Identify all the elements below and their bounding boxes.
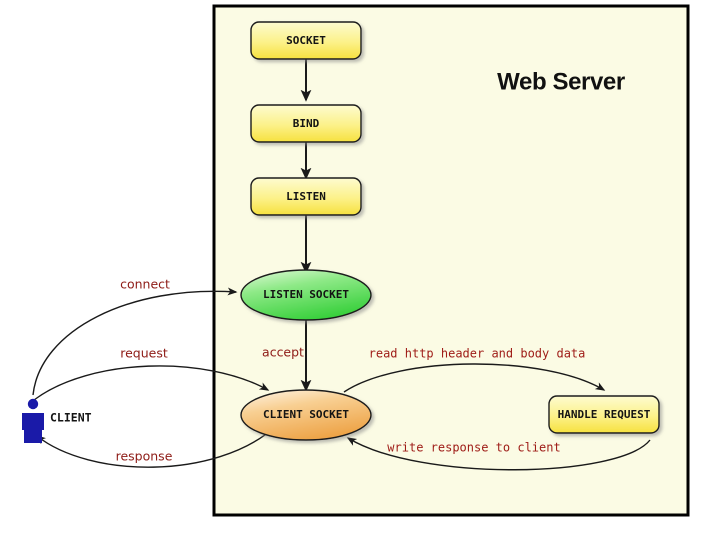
edge-response bbox=[35, 426, 276, 468]
person-leg-left bbox=[24, 428, 31, 443]
node-shape[interactable] bbox=[250, 104, 362, 143]
node-shape[interactable] bbox=[548, 395, 660, 434]
edge-label-connect: connect bbox=[120, 277, 170, 292]
person-icon bbox=[22, 398, 44, 443]
edge-label-response: response bbox=[116, 449, 173, 464]
node-label: BIND bbox=[293, 117, 320, 130]
node-shape[interactable] bbox=[240, 269, 372, 321]
node-label: CLIENT SOCKET bbox=[263, 408, 349, 421]
person-leg-right bbox=[35, 428, 42, 443]
client-actor-label: CLIENT bbox=[50, 411, 92, 425]
edge-read-http bbox=[343, 363, 606, 393]
node-shape[interactable] bbox=[250, 21, 362, 60]
node-bind[interactable]: BIND bbox=[250, 104, 362, 143]
node-shape[interactable] bbox=[240, 389, 372, 441]
edge-line bbox=[346, 437, 651, 471]
edge-line bbox=[35, 426, 276, 468]
node-shape[interactable] bbox=[250, 177, 362, 216]
edge-line bbox=[343, 363, 606, 393]
edge-line bbox=[33, 365, 270, 401]
edge-label-request: request bbox=[120, 346, 168, 361]
edge-line bbox=[32, 287, 238, 396]
container-title: Web Server bbox=[497, 68, 625, 95]
node-client-socket[interactable]: CLIENT SOCKET bbox=[240, 389, 372, 441]
node-listen-socket[interactable]: LISTEN SOCKET bbox=[240, 269, 372, 321]
node-label: LISTEN bbox=[286, 190, 326, 203]
node-handle-request[interactable]: HANDLE REQUEST bbox=[548, 395, 660, 434]
node-socket[interactable]: SOCKET bbox=[250, 21, 362, 60]
person-head bbox=[27, 398, 39, 410]
edge-label-accept: accept bbox=[262, 345, 304, 360]
edge-write-response bbox=[346, 437, 651, 471]
edge-connect bbox=[32, 287, 238, 396]
node-label: LISTEN SOCKET bbox=[263, 288, 349, 301]
edge-request bbox=[33, 365, 270, 401]
node-label: HANDLE REQUEST bbox=[558, 408, 651, 421]
edge-label-read-http: read http header and body data bbox=[369, 347, 586, 361]
node-listen[interactable]: LISTEN bbox=[250, 177, 362, 216]
edge-label-write-response: write response to client bbox=[387, 441, 560, 455]
client-actor[interactable]: CLIENT bbox=[22, 398, 92, 443]
node-label: SOCKET bbox=[286, 34, 326, 47]
